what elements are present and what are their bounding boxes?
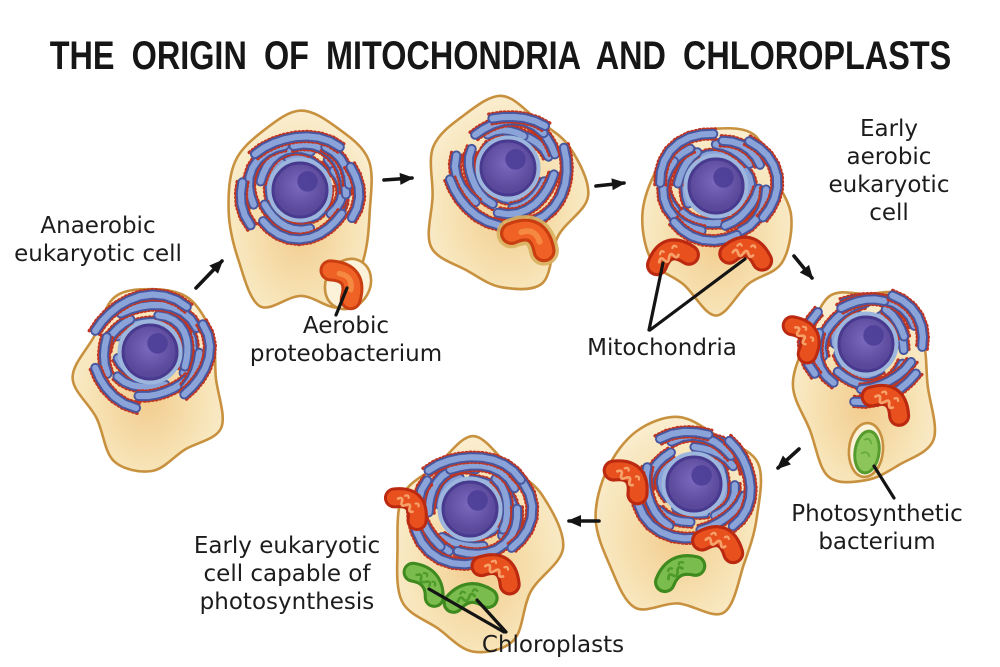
arrow-stage3-to-4 xyxy=(594,178,626,191)
nucleus xyxy=(661,451,727,517)
flow-arrows xyxy=(194,172,814,527)
endoplasmic-reticulum xyxy=(653,127,785,248)
cell-6-chloro-inside xyxy=(594,415,763,616)
nucleus xyxy=(437,476,503,542)
page-title: THE ORIGIN OF MITOCHONDRIA AND CHLOROPLA… xyxy=(49,33,951,78)
mitochondrion xyxy=(860,383,911,427)
mitochondrion xyxy=(781,315,821,365)
label-anaerobic-eukaryotic-cell: Anaerobic eukaryotic cell xyxy=(14,213,182,268)
photosynthetic-bacterium xyxy=(853,429,881,475)
nucleus xyxy=(475,135,541,201)
cell-5-engulfing-green xyxy=(781,288,937,484)
label-aerobic-proteobacterium: Aerobic proteobacterium xyxy=(249,313,443,368)
label-early-aerobic-cell: Early aerobic eukaryotic cell xyxy=(828,116,950,227)
label-mitochondria: Mitochondria xyxy=(587,335,737,361)
nucleus xyxy=(683,153,749,219)
arrow-stage4-to-5 xyxy=(792,254,814,280)
aerobic-proteobacterium xyxy=(496,215,559,266)
chloroplast xyxy=(402,561,445,608)
pointer-lines xyxy=(334,257,896,634)
nucleus xyxy=(833,311,899,377)
mitochondrion xyxy=(383,487,428,532)
label-early-photosynthetic-cell: Early eukaryotic cell capable of photosy… xyxy=(193,533,381,616)
cell-7-photosynthetic xyxy=(383,434,565,654)
pointer-aerobic-proteobacterium xyxy=(334,286,349,317)
arrow-stage2-to-3 xyxy=(382,172,414,185)
cell-2-engulfing-proteo xyxy=(227,109,373,311)
mitochondrion xyxy=(718,235,774,272)
chloroplast xyxy=(442,582,499,614)
mitochondrion xyxy=(602,459,649,506)
label-chloroplasts: Chloroplasts xyxy=(481,632,625,658)
mitochondrion xyxy=(691,525,745,565)
label-photosynthetic-bacterium: Photosynthetic bacterium xyxy=(791,501,963,556)
arrow-stage5-to-6 xyxy=(776,447,801,470)
cell-3-proteo-inside xyxy=(427,94,590,291)
cell-1-anaerobic xyxy=(71,287,225,473)
nucleus xyxy=(117,319,183,385)
pointer-chloroplast-right xyxy=(475,598,508,634)
nucleus xyxy=(267,157,333,223)
cell-4-early-aerobic xyxy=(640,126,793,317)
mitochondrion xyxy=(470,553,521,596)
title-row: THE ORIGIN OF MITOCHONDRIA AND CHLOROPLA… xyxy=(0,30,1000,82)
pointer-mitochondrion-left xyxy=(647,261,665,332)
aerobic-proteobacterium xyxy=(319,259,364,311)
chloroplast xyxy=(654,554,707,594)
pointer-photosynthetic-bacterium xyxy=(872,464,896,500)
pointer-mitochondrion-right xyxy=(648,257,747,332)
arrow-stage1-to-2 xyxy=(194,259,224,290)
pointer-chloroplast-left xyxy=(427,587,506,634)
mitochondrion xyxy=(645,238,700,277)
